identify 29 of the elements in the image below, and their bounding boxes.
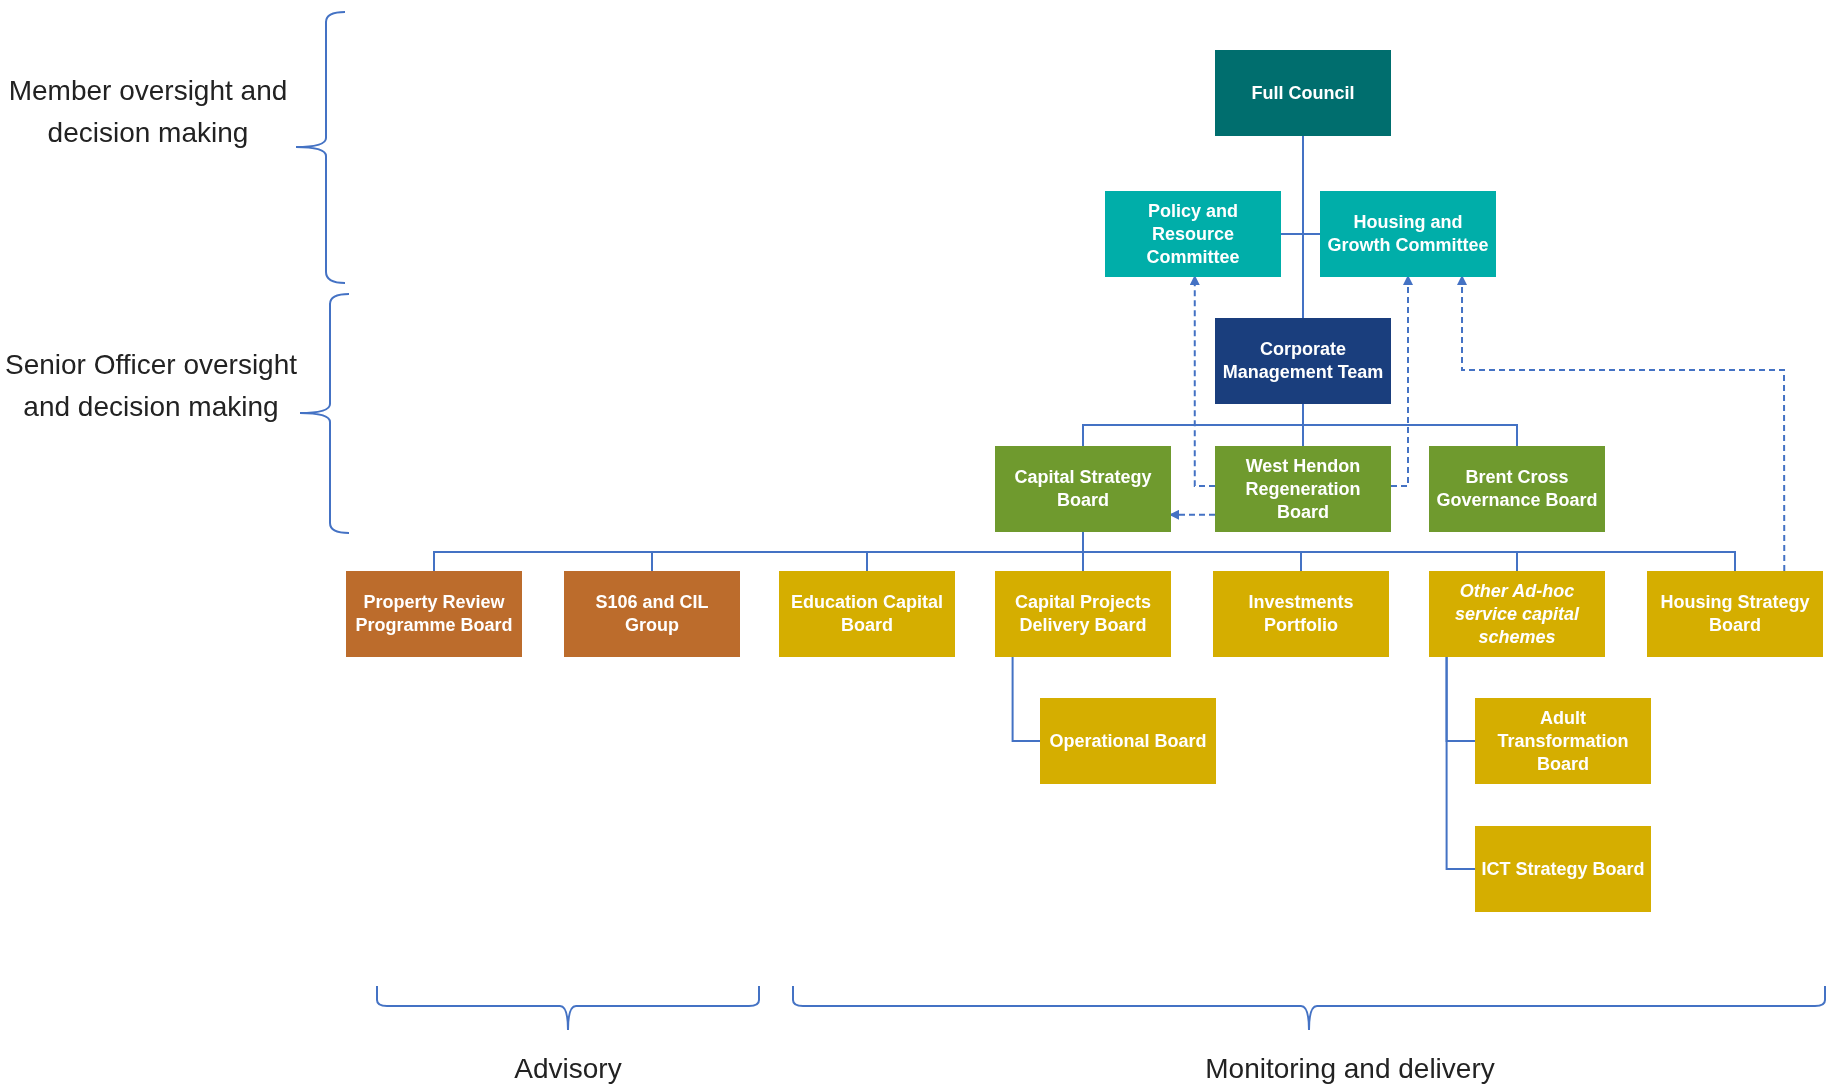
org-box: Corporate Management Team [1215,318,1391,404]
org-box: Full Council [1215,50,1391,136]
section-label: Member oversight and decision making [7,74,289,150]
org-box: Adult Transformation Board [1475,698,1651,784]
org-box: Operational Board [1040,698,1216,784]
org-box: Education Capital Board [779,571,955,657]
org-box: Other Ad-hoc service capital schemes [1429,571,1605,657]
arrow [1189,275,1216,487]
org-box: Capital Projects Delivery Board [995,571,1171,657]
org-box: Housing Strategy Board [1647,571,1823,657]
org-box: Housing and Growth Committee [1320,191,1496,277]
section-label: Advisory [513,1052,623,1086]
arrow [1390,275,1413,487]
org-box: Capital Strategy Board [995,446,1171,532]
org-box: Investments Portfolio [1213,571,1389,657]
arrow [1457,275,1786,572]
org-box: Brent Cross Governance Board [1429,446,1605,532]
section-label: Monitoring and delivery [1204,1052,1496,1086]
connector-line [1302,403,1518,447]
org-box: ICT Strategy Board [1475,826,1651,912]
connector-line [1280,233,1321,235]
connector-line [1011,656,1041,742]
section-label: Senior Officer oversight and decision making [3,348,299,424]
connector-line [1445,656,1476,870]
org-box: West Hendon Regeneration Board [1215,446,1391,532]
org-box: Property Review Programme Board [346,571,522,657]
org-box: Policy and Resource Committee [1105,191,1281,277]
org-box: S106 and CIL Group [564,571,740,657]
connector-line [1302,135,1304,319]
